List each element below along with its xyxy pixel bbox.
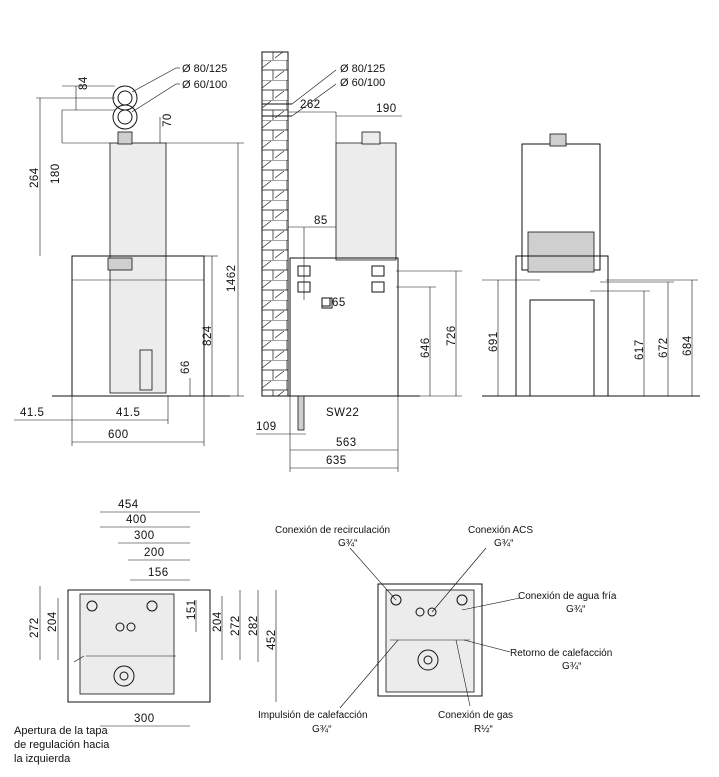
bottom-view: 454 400 300 200 156 272 204 151 204 272 … bbox=[14, 499, 278, 765]
side-flue-stub bbox=[361, 131, 381, 145]
boiler-side-upper bbox=[335, 142, 397, 261]
dim-180: 180 bbox=[50, 163, 62, 184]
dim-85: 85 bbox=[314, 215, 328, 227]
sw22-label: SW22 bbox=[326, 407, 359, 419]
dim-452: 452 bbox=[266, 629, 278, 650]
dim-726: 726 bbox=[446, 325, 458, 346]
siphon bbox=[139, 349, 153, 391]
conn-agua-fria-thread: G¾“ bbox=[566, 604, 585, 615]
flue-inner-circle bbox=[117, 90, 133, 106]
conn-retorno-label: Retorno de calefacción bbox=[510, 648, 612, 659]
dim-66: 66 bbox=[180, 360, 192, 374]
port-agua-fria bbox=[456, 594, 468, 606]
dim-282: 282 bbox=[248, 615, 260, 636]
bottom-outline bbox=[67, 589, 211, 703]
dim-272-right: 272 bbox=[230, 615, 242, 636]
conn-impulsion-thread: G¾“ bbox=[312, 724, 331, 735]
bottom-body bbox=[79, 593, 175, 695]
dim-151: 151 bbox=[186, 599, 198, 620]
port-recirculacion bbox=[390, 594, 402, 606]
port-acs bbox=[427, 607, 437, 617]
dim-272-left: 272 bbox=[29, 617, 41, 638]
dim-190: 190 bbox=[376, 103, 397, 115]
conn-gas-label: Conexión de gas bbox=[438, 710, 513, 721]
dim-454: 454 bbox=[118, 499, 139, 511]
note-line-2: de regulación hacia bbox=[14, 739, 110, 751]
conn-acs-thread: G¾“ bbox=[494, 538, 513, 549]
flue-lower-circle bbox=[112, 104, 138, 130]
dim-400: 400 bbox=[126, 514, 147, 526]
note-line-3: la izquierda bbox=[14, 753, 71, 765]
flue-outer-circle bbox=[112, 85, 138, 111]
rear-hydraulics bbox=[527, 231, 595, 273]
dim-70: 70 bbox=[162, 113, 174, 127]
conn-agua-fria-label: Conexión de agua fría bbox=[518, 591, 617, 602]
dim-65: 65 bbox=[332, 297, 346, 309]
front-view: Ø 80/125 Ø 60/100 84 70 264 180 1462 824 bbox=[14, 63, 244, 446]
dim-156: 156 bbox=[148, 567, 169, 579]
dim-109: 109 bbox=[256, 421, 277, 433]
connections-view: Conexión de recirculación G¾“ Conexión A… bbox=[258, 525, 617, 735]
flue-stub bbox=[117, 131, 133, 145]
rear-view: 691 617 672 684 bbox=[482, 133, 700, 397]
conn-gas-thread: R½“ bbox=[474, 724, 493, 735]
dim-41-5-left: 41.5 bbox=[20, 407, 44, 419]
dim-200: 200 bbox=[144, 547, 165, 559]
dim-264: 264 bbox=[29, 167, 41, 188]
conn-retorno-thread: G¾“ bbox=[562, 661, 581, 672]
conn-impulsion-label: Impulsión de calefacción bbox=[258, 710, 368, 721]
dim-262: 262 bbox=[300, 99, 321, 111]
dim-691: 691 bbox=[488, 331, 500, 352]
dim-563: 563 bbox=[336, 437, 357, 449]
dim-635: 635 bbox=[326, 455, 347, 467]
dim-204-left: 204 bbox=[47, 611, 59, 632]
dim-300-top: 300 bbox=[134, 530, 155, 542]
flue-lower-inner-circle bbox=[117, 109, 133, 125]
conn-recirculacion-label: Conexión de recirculación bbox=[275, 525, 390, 536]
wall-brick bbox=[261, 51, 289, 397]
dim-824: 824 bbox=[202, 325, 214, 346]
dim-646: 646 bbox=[420, 337, 432, 358]
dim-600: 600 bbox=[108, 429, 129, 441]
conn-recirculacion-thread: G¾“ bbox=[338, 538, 357, 549]
front-flue-inner-label: Ø 60/100 bbox=[182, 79, 227, 91]
dim-41-5-right: 41.5 bbox=[116, 407, 140, 419]
control-panel bbox=[107, 257, 133, 271]
side-view: Ø 80/125 Ø 60/100 262 190 85 65 646 726 … bbox=[256, 51, 462, 472]
note-line-1: Apertura de la tapa bbox=[14, 725, 108, 737]
dim-684: 684 bbox=[682, 335, 694, 356]
side-flue-outer-label: Ø 80/125 bbox=[340, 63, 385, 75]
dim-84: 84 bbox=[78, 76, 90, 90]
bottom-siphon bbox=[113, 665, 135, 687]
conn-acs-label: Conexión ACS bbox=[468, 525, 533, 536]
side-stand bbox=[289, 257, 399, 397]
dim-672: 672 bbox=[658, 337, 670, 358]
dim-617: 617 bbox=[634, 339, 646, 360]
side-flue-inner-label: Ø 60/100 bbox=[340, 77, 385, 89]
dim-204-right: 204 bbox=[212, 611, 224, 632]
conn-outline bbox=[377, 583, 483, 697]
dim-300-bottom: 300 bbox=[134, 713, 155, 725]
front-flue-outer-label: Ø 80/125 bbox=[182, 63, 227, 75]
dim-1462: 1462 bbox=[226, 264, 238, 292]
